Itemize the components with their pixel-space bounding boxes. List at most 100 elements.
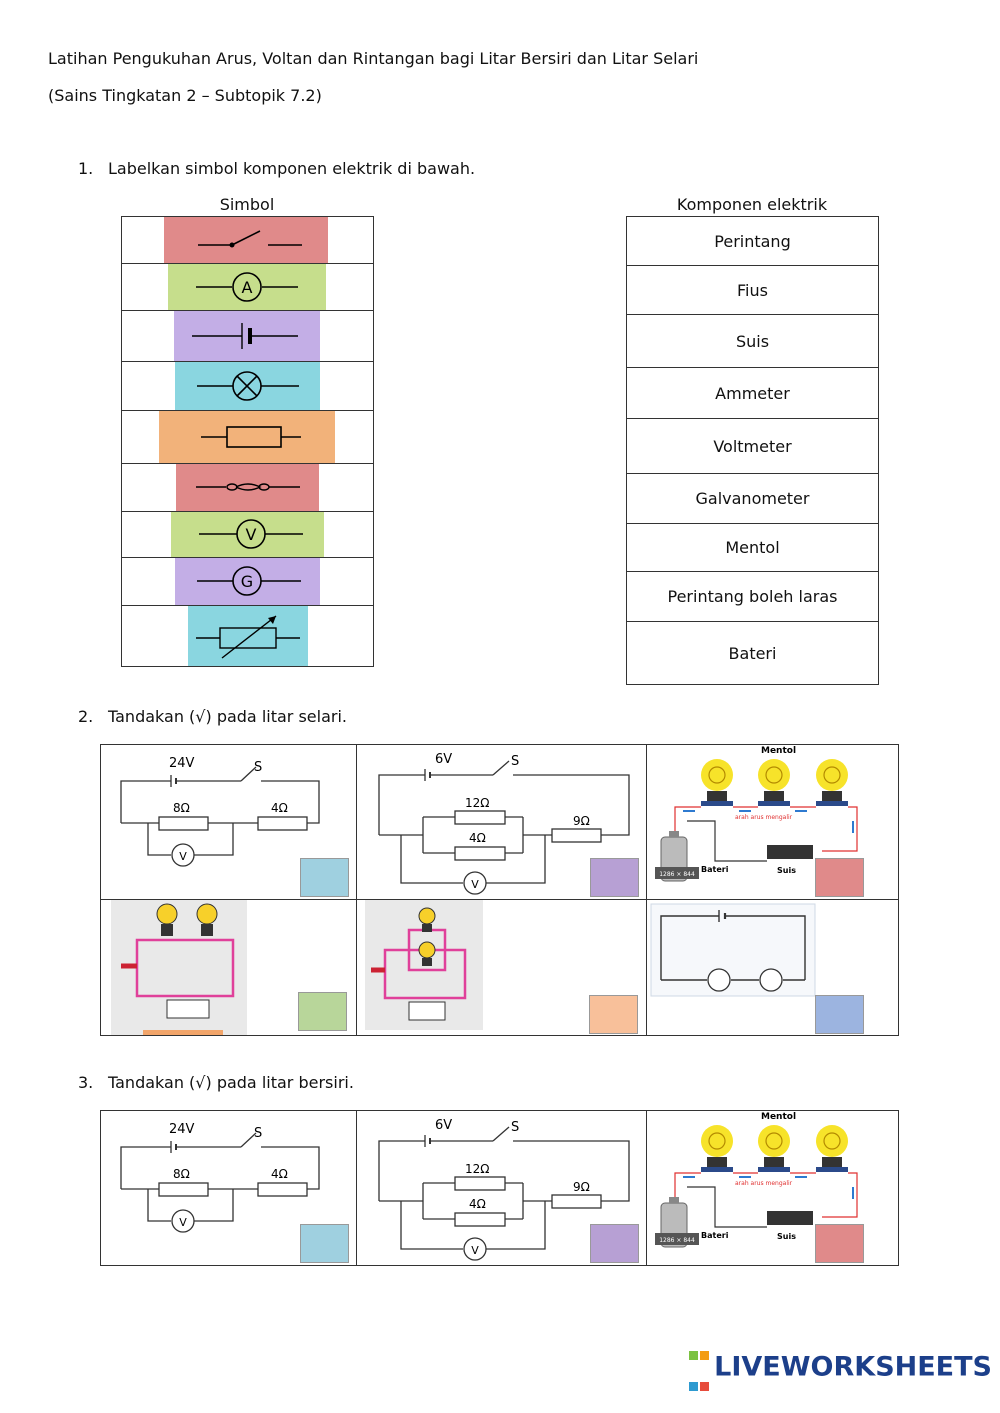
circuit-diagram-6v: 6V S 9Ω 12Ω 4Ω V [357,1111,646,1265]
two-lamp-circuit-drawing [647,900,898,1035]
bulb-circuit-diagram: Mentol arah arus mengalir Bateri Suis 12… [647,1111,898,1265]
svg-text:4Ω: 4Ω [271,1167,288,1181]
answer-box[interactable] [300,1224,349,1263]
svg-text:V: V [246,525,257,544]
bulb-icon [196,903,218,936]
answer-box[interactable] [590,858,639,897]
circuit-diagram-24v: 24V S 4Ω 8Ω V [101,1111,356,1265]
two-bulb-series-circuit [101,900,356,1035]
worksheet-title: Latihan Pengukuhan Arus, Voltan dan Rint… [48,49,699,68]
question-number: 2. [78,707,94,726]
parallel-circuit-grid: 24V S 4Ω 8Ω V 6V S [100,744,899,1036]
question-text: Tandakan (√) pada litar bersiri. [108,1073,354,1092]
symbol-table: A V G [121,216,374,667]
bulb-icon [701,1125,733,1172]
component-label[interactable]: Galvanometer [626,473,879,524]
svg-text:6V: 6V [435,1118,452,1133]
svg-text:V: V [471,878,479,891]
svg-text:6V: 6V [435,752,452,767]
answer-box[interactable] [589,995,638,1034]
answer-box[interactable] [590,1224,639,1263]
fuse-symbol-icon[interactable] [176,464,319,511]
svg-text:24V: 24V [169,1122,195,1137]
battery-cell-symbol-icon[interactable] [174,311,320,361]
question-text: Labelkan simbol komponen elektrik di baw… [108,159,476,178]
answer-box[interactable] [298,992,347,1031]
component-label[interactable]: Fius [626,265,879,315]
bulb-icon [418,907,436,932]
svg-text:S: S [254,1126,262,1141]
ammeter-symbol-icon[interactable]: A [168,264,326,310]
component-label[interactable]: Bateri [626,621,879,685]
bulb-icon [418,941,436,966]
component-label[interactable]: Voltmeter [626,418,879,474]
bulb-icon [156,903,178,936]
brand-name: LIVEWORKSHEETS [714,1351,992,1383]
component-label[interactable]: Suis [626,314,879,368]
answer-box[interactable] [815,1224,864,1263]
worksheet-subtitle: (Sains Tingkatan 2 – Subtopik 7.2) [48,86,322,105]
svg-text:A: A [242,278,253,297]
bulb-icon [816,759,848,806]
svg-text:S: S [254,760,262,775]
liveworksheets-logo[interactable]: LIVEWORKSHEETS [688,1337,992,1399]
svg-text:24V: 24V [169,756,195,771]
question-1: 1. Labelkan simbol komponen elektrik di b… [78,159,475,178]
svg-text:8Ω: 8Ω [173,1167,190,1181]
svg-text:arah arus mengalir: arah arus mengalir [735,1180,793,1187]
voltmeter-symbol-icon[interactable]: V [171,512,324,557]
parallel-bulb-circuit [357,900,646,1035]
svg-text:9Ω: 9Ω [573,814,590,828]
rheostat-symbol-icon[interactable] [188,606,308,666]
svg-text:Bateri: Bateri [701,1231,729,1240]
galvanometer-symbol-icon[interactable]: G [175,558,320,605]
switch-symbol-icon[interactable] [164,217,328,263]
bulb-icon [758,759,790,806]
svg-text:V: V [179,1216,187,1229]
svg-text:12Ω: 12Ω [465,1162,489,1176]
svg-text:V: V [471,1244,479,1257]
svg-text:Bateri: Bateri [701,865,729,874]
component-label[interactable]: Perintang [626,216,879,266]
question-number: 1. [78,159,94,178]
svg-text:Suis: Suis [777,1232,796,1241]
symbol-column-header: Simbol [219,195,275,214]
question-3: 3. Tandakan (√) pada litar bersiri. [78,1073,354,1092]
svg-text:G: G [241,572,253,591]
question-2: 2. Tandakan (√) pada litar selari. [78,707,347,726]
question-text: Tandakan (√) pada litar selari. [108,707,347,726]
resistor-symbol-icon[interactable] [159,411,335,463]
svg-text:4Ω: 4Ω [271,801,288,815]
answer-box[interactable] [300,858,349,897]
bulb-icon [701,759,733,806]
component-label[interactable]: Perintang boleh laras [626,571,879,622]
component-label[interactable]: Ammeter [626,367,879,419]
svg-text:12Ω: 12Ω [465,796,489,810]
liveworksheets-mark-icon [688,1337,710,1399]
svg-text:8Ω: 8Ω [173,801,190,815]
component-column-header: Komponen elektrik [676,195,828,214]
bulb-icon [758,1125,790,1172]
answer-box[interactable] [815,995,864,1034]
svg-text:arah arus mengalir: arah arus mengalir [735,814,793,821]
component-table: Perintang Fius Suis Ammeter Voltmeter Ga… [626,216,879,685]
question-number: 3. [78,1073,94,1092]
circuit-diagram-24v: 24V S 4Ω 8Ω V [101,745,356,899]
svg-text:4Ω: 4Ω [469,831,486,845]
svg-text:Mentol: Mentol [761,746,796,756]
bulb-icon [816,1125,848,1172]
svg-text:1286 × 844: 1286 × 844 [659,1237,695,1244]
svg-text:4Ω: 4Ω [469,1197,486,1211]
bulb-circuit-diagram: Mentol arah arus mengalir Bateri Suis 12… [647,745,898,899]
svg-text:S: S [511,754,519,769]
answer-box[interactable] [815,858,864,897]
svg-text:S: S [511,1120,519,1135]
svg-text:9Ω: 9Ω [573,1180,590,1194]
component-label[interactable]: Mentol [626,523,879,572]
svg-text:Suis: Suis [777,866,796,875]
bulb-symbol-icon[interactable] [175,362,320,410]
circuit-diagram-6v: 6V S 9Ω 12Ω 4Ω V [357,745,646,899]
svg-text:V: V [179,850,187,863]
series-circuit-grid: 24V S 4Ω 8Ω V 6V S [100,1110,899,1266]
svg-text:Mentol: Mentol [761,1112,796,1122]
